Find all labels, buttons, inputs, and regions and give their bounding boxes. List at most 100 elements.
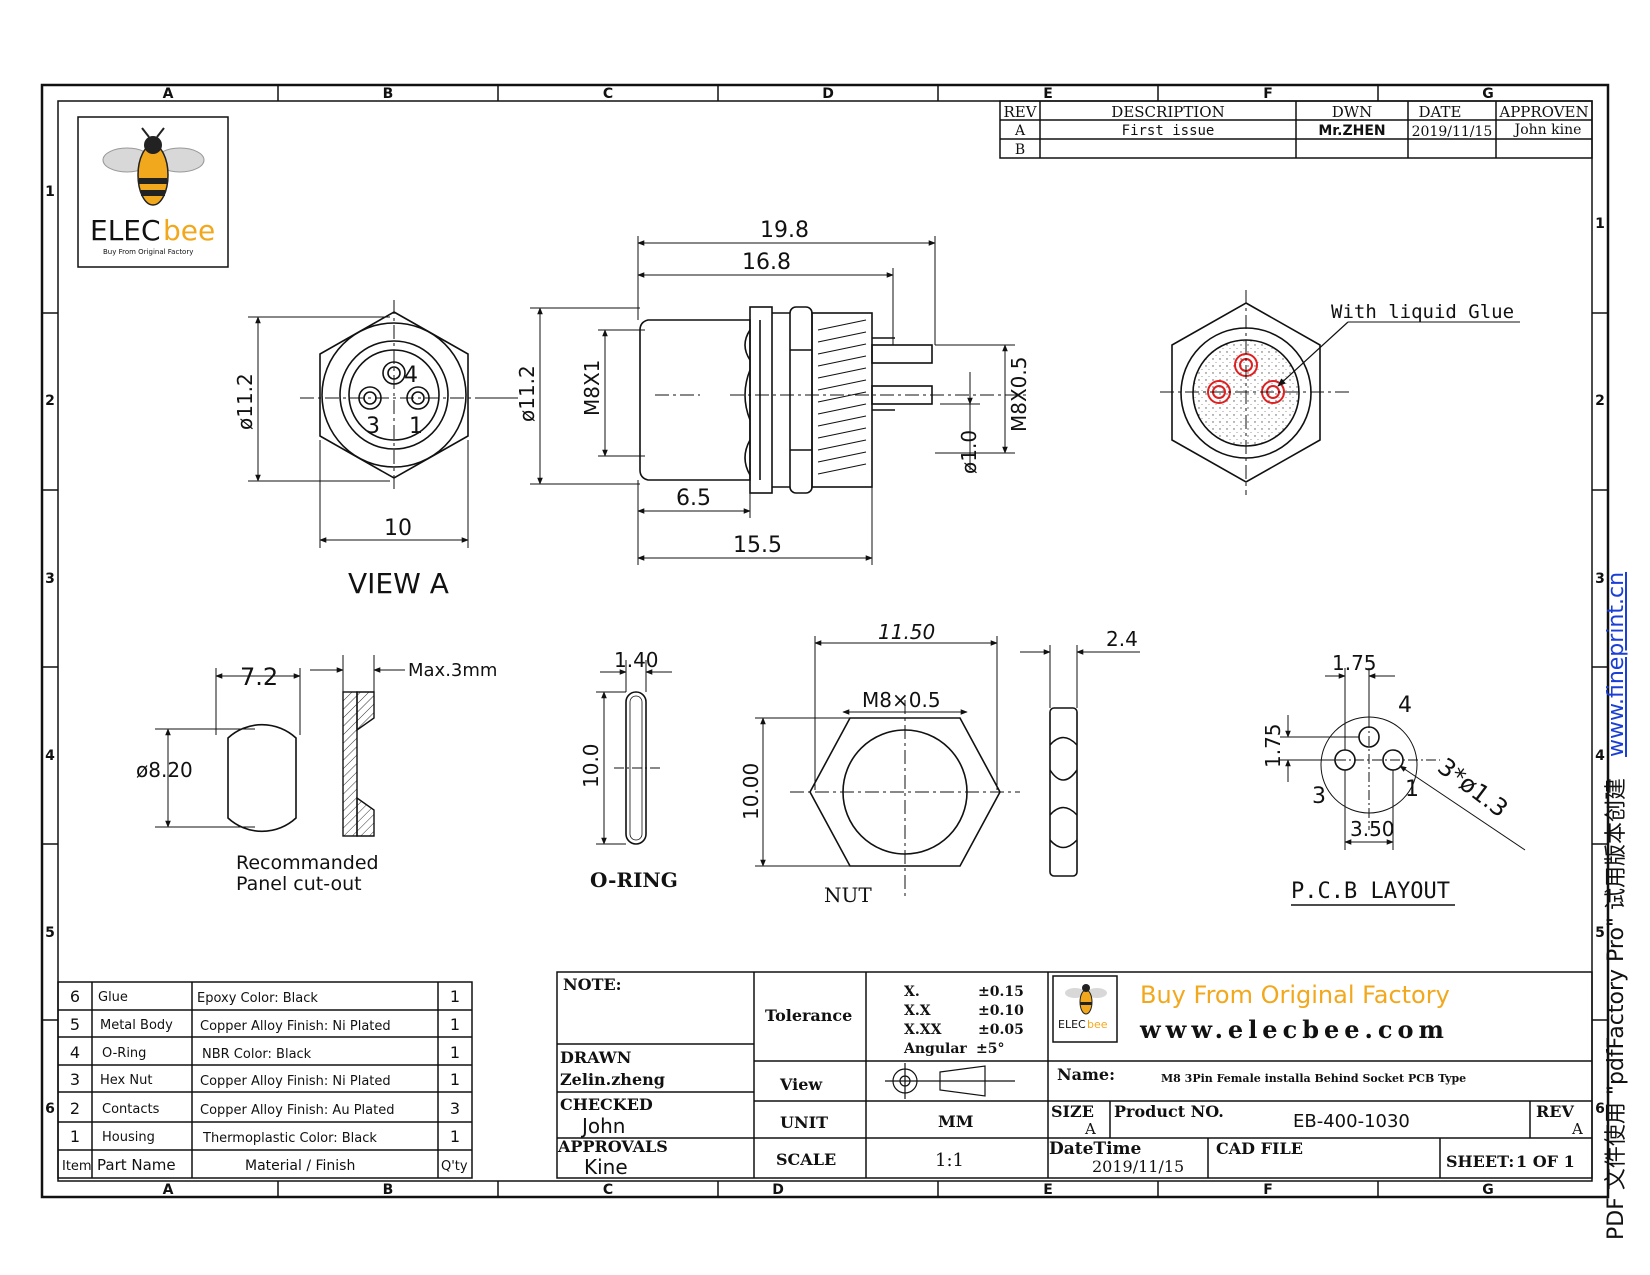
tolerance-key: X.XX bbox=[904, 1022, 942, 1038]
view-a-title: VIEW A bbox=[348, 567, 449, 600]
bom-header: Part Name bbox=[97, 1156, 176, 1174]
bom-qty: 3 bbox=[450, 1099, 460, 1118]
name-label: Name: bbox=[1057, 1065, 1115, 1084]
nut-view: 11.50 M8×0.5 10.00 NUT 2.4 bbox=[739, 620, 1140, 907]
drawn-label: DRAWN bbox=[560, 1048, 631, 1067]
bom-qty: 1 bbox=[450, 1070, 460, 1089]
zone-label: A bbox=[163, 1182, 174, 1198]
bom-part: Hex Nut bbox=[100, 1073, 152, 1088]
zone-label: 5 bbox=[45, 925, 55, 941]
zone-label: D bbox=[772, 1182, 784, 1198]
bom-header: Material / Finish bbox=[245, 1158, 355, 1174]
pin-label-4: 4 bbox=[404, 363, 418, 388]
zone-label: 4 bbox=[45, 748, 55, 764]
bom-part: O-Ring bbox=[102, 1046, 146, 1061]
tolerance-value: ±5° bbox=[976, 1041, 1004, 1057]
pcb-pin-1: 1 bbox=[1405, 777, 1419, 802]
tolerance-value: ±0.15 bbox=[978, 984, 1024, 1000]
bom-material: Copper Alloy Finish: Ni Plated bbox=[200, 1019, 391, 1034]
view-label: View bbox=[779, 1075, 823, 1094]
scale-value: 1:1 bbox=[935, 1150, 964, 1171]
o-ring: 1.40 10.0 O-RING bbox=[579, 648, 678, 892]
cutout-title-2: Panel cut-out bbox=[236, 873, 362, 895]
bom-qty: 1 bbox=[450, 987, 460, 1006]
bom-part: Housing bbox=[102, 1130, 155, 1145]
size-value: A bbox=[1084, 1120, 1096, 1138]
zone-label: B bbox=[383, 86, 394, 102]
zone-label: E bbox=[1043, 1182, 1053, 1198]
revision-table: REV DESCRIPTION DWN DATE APPROVEN A Firs… bbox=[999, 100, 1593, 159]
datetime-value: 2019/11/15 bbox=[1092, 1157, 1184, 1176]
dim-nut-thickness: 2.4 bbox=[1106, 627, 1138, 651]
dim-nut-width: 11.50 bbox=[878, 620, 935, 644]
dim-oring-dia: 10.0 bbox=[579, 743, 603, 788]
nut-title: NUT bbox=[824, 883, 872, 907]
zone-label: F bbox=[1263, 86, 1273, 102]
rev-cell: A bbox=[1014, 123, 1026, 139]
dim-thread-length: 15.5 bbox=[733, 533, 782, 558]
frame-column-labels-bottom: A B C D E F G bbox=[163, 1182, 1494, 1198]
zone-label: 4 bbox=[1595, 748, 1605, 764]
bom-header: Item bbox=[62, 1159, 92, 1174]
company-logo: ELEC bee Buy From Original Factory bbox=[77, 116, 229, 268]
zone-label: 5 bbox=[1595, 925, 1605, 941]
bom-item: 4 bbox=[70, 1043, 80, 1062]
bom-material: Epoxy Color: Black bbox=[197, 991, 318, 1006]
unit-label: UNIT bbox=[780, 1113, 828, 1132]
bee-icon bbox=[102, 127, 205, 206]
bom-part: Contacts bbox=[102, 1102, 160, 1117]
watermark-link[interactable]: www.fineprint.cn bbox=[1604, 571, 1629, 757]
dim-cutout-dia: ø8.20 bbox=[136, 758, 193, 782]
slogan: Buy From Original Factory bbox=[1140, 981, 1450, 1009]
zone-label: E bbox=[1043, 86, 1053, 102]
bee-icon bbox=[1065, 984, 1107, 1015]
panel-cutout: 7.2 Max.3mm ø8.20 Recommanded Panel cut-… bbox=[136, 655, 497, 895]
bom-part: Glue bbox=[98, 990, 128, 1005]
pcb-title: P.C.B LAYOUT bbox=[1291, 879, 1450, 904]
product-label: Product NO. bbox=[1114, 1102, 1224, 1121]
note-label: NOTE: bbox=[563, 975, 622, 994]
zone-label: 6 bbox=[45, 1101, 55, 1117]
zone-label: 3 bbox=[45, 571, 55, 587]
oring-title: O-RING bbox=[590, 868, 678, 892]
rev-header: APPROVEN bbox=[1498, 103, 1588, 121]
dim-nut-offset: 6.5 bbox=[676, 486, 711, 511]
mini-brand-main: ELEC bbox=[1058, 1018, 1086, 1031]
zone-label: D bbox=[822, 86, 834, 102]
dim-pcb-bottom: 3.50 bbox=[1350, 817, 1395, 841]
zone-label: 2 bbox=[1595, 393, 1605, 409]
dim-rear-thread: M8X0.5 bbox=[1007, 357, 1031, 433]
zone-label: B bbox=[383, 1182, 394, 1198]
zone-label: G bbox=[1482, 1182, 1494, 1198]
tolerance-value: ±0.10 bbox=[978, 1003, 1024, 1019]
bom-item: 1 bbox=[70, 1127, 80, 1146]
dim-view-a-width: 10 bbox=[384, 516, 412, 541]
frame-row-labels: 1 2 3 4 5 6 1 2 3 4 5 6 bbox=[45, 184, 1605, 1117]
rev-value: A bbox=[1571, 1120, 1583, 1138]
bom-header: Q'ty bbox=[441, 1159, 468, 1174]
sheet-label: SHEET: bbox=[1446, 1152, 1514, 1171]
pcb-pin-3: 3 bbox=[1312, 784, 1326, 809]
approvals-label: APPROVALS bbox=[557, 1137, 668, 1156]
size-label: SIZE bbox=[1051, 1102, 1094, 1121]
dim-cutout-width: 7.2 bbox=[240, 663, 278, 691]
frame-column-labels-top: A B C D E F G bbox=[163, 86, 1494, 102]
brand-main: ELEC bbox=[90, 214, 161, 247]
title-block: NOTE: DRAWN Zelin.zheng CHECKED APPROVAL… bbox=[556, 971, 1593, 1179]
datetime-label: DateTime bbox=[1049, 1139, 1142, 1159]
rev-label: REV bbox=[1536, 1102, 1574, 1121]
dim-pin-dia: ø1.0 bbox=[957, 430, 981, 474]
checked-value: John bbox=[580, 1114, 626, 1138]
zone-label: A bbox=[163, 86, 174, 102]
bom-item: 5 bbox=[70, 1015, 80, 1034]
bom-qty: 1 bbox=[450, 1127, 460, 1146]
drawing-frame bbox=[40, 83, 1610, 1199]
bom-qty: 1 bbox=[450, 1043, 460, 1062]
rear-view: With liquid Glue bbox=[1160, 290, 1520, 495]
dim-housing-dia: ø11.2 bbox=[515, 365, 539, 422]
pin-label-3: 3 bbox=[366, 414, 380, 439]
glue-note: With liquid Glue bbox=[1331, 301, 1514, 323]
dim-pcb-side: 1.75 bbox=[1261, 723, 1285, 768]
tolerance-key: X. bbox=[904, 984, 920, 1000]
tolerance-key: Angular bbox=[903, 1041, 967, 1057]
